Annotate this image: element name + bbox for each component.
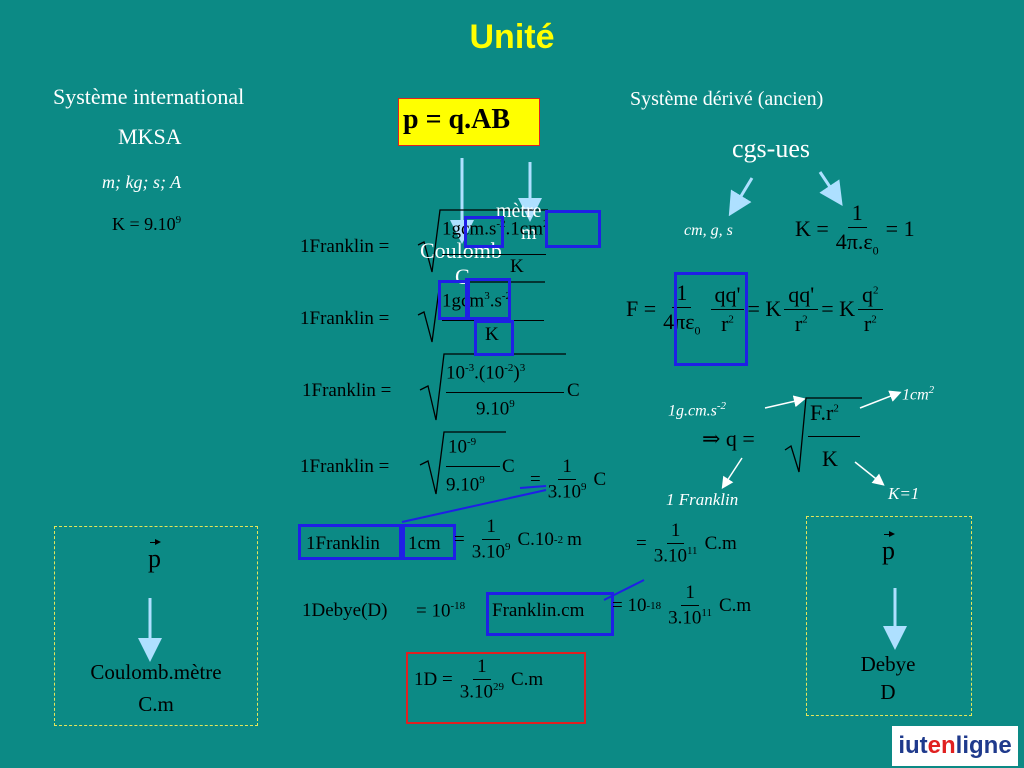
debye-eq: = 10-18	[416, 600, 466, 622]
arrow-franklin	[721, 457, 743, 490]
franklin-row2-lhs: 1Franklin =	[300, 308, 390, 329]
debye-lhs: 1Debye(D)	[302, 600, 388, 621]
left-summary-label1: Coulomb.mètre	[90, 660, 222, 684]
right-summary-box	[806, 516, 972, 716]
si-heading: Système international	[53, 84, 245, 109]
franklin-row3-bar	[446, 392, 564, 393]
franklin-row4-bar	[446, 466, 500, 467]
arrow-k1	[854, 461, 885, 486]
franklin-row1-lhs: 1Franklin =	[300, 236, 390, 257]
q-bar	[808, 436, 860, 437]
result-box	[406, 652, 586, 724]
debye-fcm: Franklin.cm	[492, 600, 585, 621]
fcm-lhs1: 1Franklin	[306, 533, 380, 554]
label-metre: mètre	[496, 200, 542, 222]
highlight-k	[474, 320, 514, 356]
q-num: F.r2	[810, 400, 839, 425]
franklin-row3-den: 9.109	[476, 398, 515, 420]
dipole-formula: p = q.AB	[403, 104, 510, 135]
label-metre-symbol: m	[521, 222, 537, 244]
right-summary-label1: Debye	[860, 652, 916, 676]
franklin-row4-num: 10-9	[448, 436, 477, 458]
franklin-row4-den: 9.109	[446, 474, 485, 496]
cgs-units: cm, g, s	[684, 222, 733, 239]
franklin-row2-num: 1gcm3.s-2	[442, 290, 512, 312]
franklin-row1-bar	[442, 254, 546, 255]
q-label-units: 1g.cm.s-2	[668, 400, 727, 420]
label-coulomb: Coulomb	[420, 238, 502, 263]
fcm-lhs2: 1cm	[408, 533, 441, 554]
highlight-1cm	[402, 524, 456, 560]
franklin-row4-lhs: 1Franklin =	[300, 456, 390, 477]
highlight-franklin-cm	[486, 592, 614, 636]
franklin-row1-den: K	[510, 256, 524, 277]
si-units: m; kg; s; A	[102, 172, 182, 192]
arrow-cgs-left	[728, 177, 754, 217]
left-summary-label2: C.m	[138, 692, 174, 716]
franklin-row3-lhs: 1Franklin =	[302, 380, 392, 401]
franklin-row4-unit: C	[502, 456, 515, 477]
right-summary-symbol: p	[882, 531, 895, 565]
highlight-1g	[438, 280, 470, 320]
left-summary-box	[54, 526, 258, 726]
cgs-system: cgs-ues	[732, 134, 810, 163]
page-title: Unité	[469, 18, 555, 56]
highlight-cm2	[545, 210, 601, 248]
link-franklin-c	[401, 489, 547, 523]
highlight-cm3	[465, 278, 511, 320]
cgs-heading: Système dérivé (ancien)	[630, 88, 824, 110]
si-k-value: K = 9.109	[112, 214, 182, 234]
franklin-row3-num: 10-3.(10-2)3	[446, 362, 526, 384]
q-implies: ⇒ q =	[702, 426, 755, 451]
q-label-cm2: 1cm2	[902, 384, 935, 404]
q-label-franklin: 1 Franklin	[666, 490, 739, 509]
left-summary-symbol: p	[148, 539, 161, 573]
q-den: K	[822, 446, 838, 471]
highlight-franklin	[298, 524, 402, 560]
highlight-coulomb-constant	[674, 272, 748, 366]
link-franklin-cm	[603, 579, 645, 601]
arrow-cgs-right	[818, 171, 843, 206]
arrow-units	[764, 395, 806, 409]
franklin-row2-den: K	[485, 324, 499, 345]
dipole-formula-box	[398, 98, 540, 146]
arrow-cm2	[859, 390, 902, 409]
q-label-k1: K=1	[888, 484, 920, 503]
highlight-cm-1	[464, 216, 504, 248]
franklin-row3-unit: C	[567, 380, 580, 401]
right-summary-label2: D	[880, 680, 896, 704]
si-system: MKSA	[118, 124, 182, 149]
